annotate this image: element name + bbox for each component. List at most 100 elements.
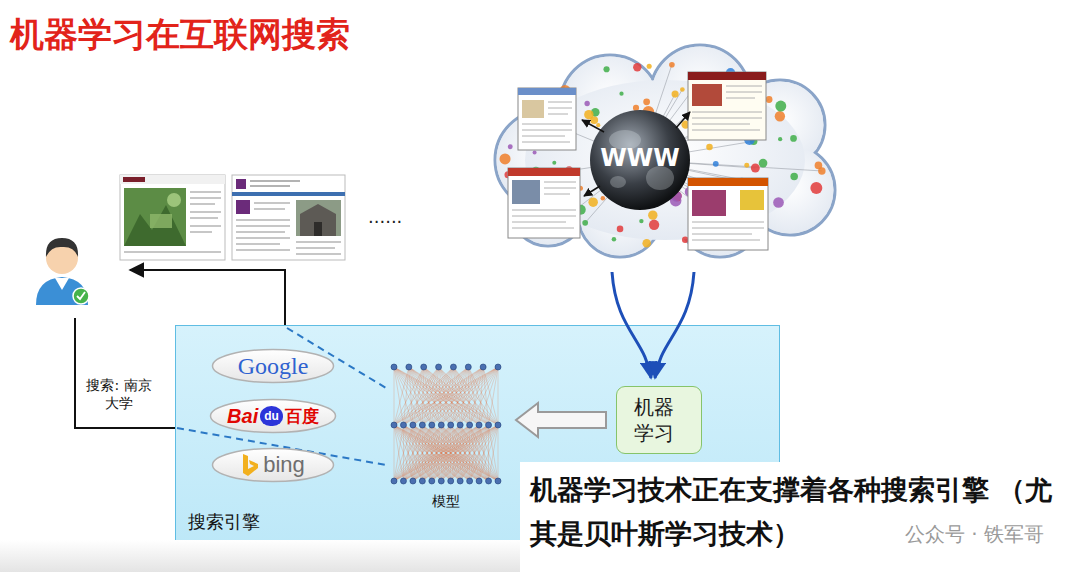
network-drawing bbox=[489, 425, 498, 481]
globe bbox=[590, 110, 690, 210]
user-icon bbox=[77, 292, 85, 299]
web-node-dots bbox=[775, 101, 786, 112]
result-page bbox=[296, 200, 341, 236]
web-node-dots bbox=[669, 62, 675, 68]
network-drawing bbox=[403, 367, 408, 425]
result-page bbox=[120, 175, 225, 184]
web-page-thumbnail bbox=[740, 190, 764, 210]
network-drawing bbox=[467, 422, 473, 428]
web-node-dots bbox=[744, 163, 749, 168]
result-page bbox=[123, 177, 145, 182]
network-drawing bbox=[403, 367, 423, 425]
network-drawing bbox=[394, 425, 403, 481]
network-drawing bbox=[394, 425, 479, 481]
network-drawing bbox=[441, 425, 498, 481]
network-drawing bbox=[486, 422, 492, 428]
web-page-thumbnail bbox=[508, 168, 580, 176]
network-drawing bbox=[450, 364, 456, 370]
network-drawing bbox=[413, 367, 498, 425]
network-drawing bbox=[403, 367, 498, 425]
network-drawing bbox=[422, 425, 498, 481]
network-drawing bbox=[429, 422, 435, 428]
web-node-dots bbox=[790, 135, 797, 142]
web-node-dots bbox=[766, 96, 773, 103]
web-node-dots bbox=[643, 98, 650, 105]
network-drawing bbox=[403, 367, 483, 425]
network-drawing bbox=[391, 422, 397, 428]
link-arrow bbox=[582, 120, 604, 132]
engine-logo: bing bbox=[211, 447, 335, 483]
web-node-dots bbox=[648, 210, 657, 219]
network-drawing bbox=[419, 478, 425, 484]
result-page bbox=[167, 193, 181, 207]
web-page-thumbnail bbox=[688, 178, 768, 250]
web-node-dots bbox=[619, 92, 623, 96]
network-drawing bbox=[438, 422, 444, 428]
network-drawing bbox=[394, 367, 479, 425]
text-holder: 模型 bbox=[432, 493, 460, 511]
web-node-dots bbox=[706, 144, 713, 151]
network-drawing bbox=[451, 425, 498, 481]
query-label: 搜索: 南京大学 bbox=[86, 376, 152, 412]
network-drawing bbox=[422, 367, 498, 425]
network-drawing bbox=[421, 364, 427, 370]
web-node-dots bbox=[810, 182, 822, 194]
result-page bbox=[236, 203, 290, 250]
result-page bbox=[120, 175, 225, 260]
network-drawing bbox=[436, 364, 442, 370]
network-drawing bbox=[432, 367, 483, 425]
baidu-logo-text: 百度 bbox=[285, 405, 319, 428]
user-icon bbox=[36, 238, 89, 305]
web-node-dots bbox=[713, 161, 719, 167]
web-page-thumbnail bbox=[518, 88, 576, 95]
network-drawing bbox=[460, 367, 483, 425]
engine-logo: Baidu百度 bbox=[209, 398, 337, 434]
ellipse-outline bbox=[211, 400, 336, 433]
network-drawing bbox=[495, 478, 501, 484]
web-page-thumbnail bbox=[692, 190, 726, 216]
network-drawing bbox=[438, 478, 444, 484]
web-node-dots bbox=[759, 159, 768, 168]
globe bbox=[590, 110, 690, 210]
network-drawing bbox=[448, 422, 454, 428]
network-drawing bbox=[457, 478, 463, 484]
google-logo-text: Google bbox=[238, 353, 309, 380]
web-node-dots bbox=[584, 110, 593, 119]
ellipsis-mark: ...... bbox=[368, 206, 402, 227]
result-page bbox=[250, 181, 300, 186]
text-holder: 搜索引擎 bbox=[188, 510, 260, 534]
network-drawing bbox=[403, 425, 498, 481]
result-page bbox=[120, 175, 345, 260]
web-node-dots bbox=[500, 153, 511, 164]
cloud bbox=[495, 45, 835, 257]
network-drawing bbox=[489, 425, 498, 481]
result-line bbox=[130, 270, 285, 325]
user-icon bbox=[46, 238, 78, 257]
network-drawing bbox=[394, 425, 498, 481]
network-drawing bbox=[432, 425, 498, 481]
network-drawing bbox=[400, 478, 406, 484]
web-node-dots bbox=[584, 101, 589, 106]
watermark: 公众号 · 铁军哥 bbox=[905, 521, 1044, 548]
web-node-dots bbox=[639, 219, 643, 223]
network-drawing bbox=[432, 367, 498, 425]
result-page bbox=[314, 222, 322, 236]
callout-box: 机器学习技术正在支撑着各种搜索引擎 （尤其是贝叶斯学习技术） bbox=[520, 462, 1080, 572]
user-icon bbox=[36, 277, 88, 305]
network-drawing bbox=[394, 367, 498, 425]
network-drawing bbox=[394, 425, 432, 481]
network-drawing bbox=[479, 425, 498, 481]
network-drawing bbox=[498, 367, 499, 425]
bing-logo-text: bing bbox=[263, 452, 305, 478]
web-page-thumbnail bbox=[522, 102, 572, 142]
result-page bbox=[236, 200, 250, 214]
network-drawing bbox=[410, 422, 416, 428]
network-drawing bbox=[422, 367, 453, 425]
network-drawing bbox=[394, 425, 395, 481]
network-drawing bbox=[441, 367, 468, 425]
network-drawing bbox=[394, 425, 470, 481]
result-page bbox=[232, 192, 345, 196]
panel-title: 搜索引擎 bbox=[188, 510, 260, 534]
network-drawing bbox=[441, 367, 483, 425]
network-drawing bbox=[451, 367, 498, 425]
